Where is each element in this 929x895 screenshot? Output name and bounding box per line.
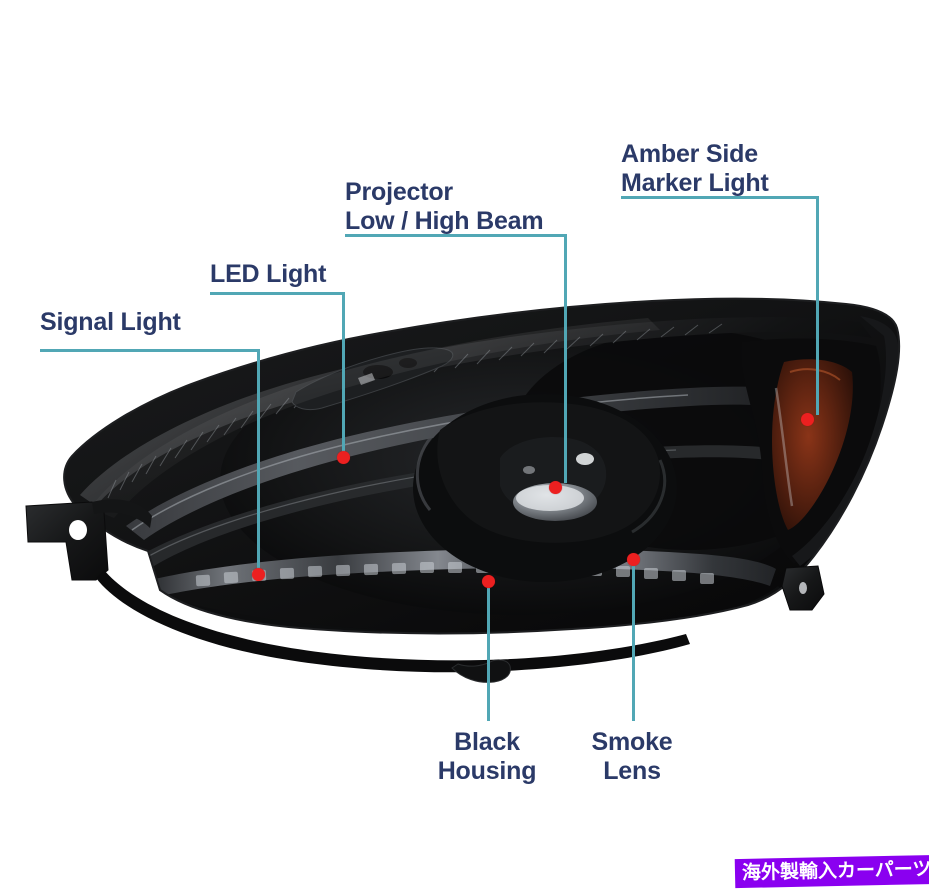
callout-label-black-housing: Black Housing <box>437 728 537 785</box>
leader-underline-amber-side-marker <box>621 196 819 199</box>
anchor-dot-black-housing <box>482 575 495 588</box>
headlight-assembly-image <box>0 280 929 740</box>
watermark-badge: 海外製輸入カーパーツ <box>734 854 929 889</box>
headlight-housing <box>64 298 900 634</box>
right-mounting-tab <box>781 565 825 611</box>
callout-label-led-light: LED Light <box>210 260 327 288</box>
anchor-dot-projector <box>549 481 562 494</box>
anchor-dot-led-light <box>337 451 350 464</box>
leader-underline-signal-light <box>40 349 260 352</box>
leader-stem-led-light <box>342 292 345 454</box>
callout-label-amber-side-marker-light: Amber Side Marker Light <box>621 140 769 197</box>
left-mounting-bracket <box>25 499 152 581</box>
anchor-dot-smoke-lens <box>627 553 640 566</box>
anchor-dot-signal-light <box>252 568 265 581</box>
leader-underline-led-light <box>210 292 345 295</box>
anchor-dot-amber-side-marker <box>801 413 814 426</box>
headlight-vector-art <box>25 297 901 683</box>
leader-stem-projector <box>564 234 567 483</box>
callout-label-projector-low-high-beam: Projector Low / High Beam <box>345 178 544 235</box>
leader-stem-amber-side-marker <box>816 196 819 415</box>
leader-stem-black-housing <box>487 588 490 721</box>
leader-stem-smoke-lens <box>632 566 635 721</box>
leader-underline-projector <box>345 234 567 237</box>
callout-label-signal-light: Signal Light <box>40 308 181 336</box>
housing-outline <box>63 297 901 635</box>
callout-label-smoke-lens: Smoke Lens <box>591 728 673 785</box>
leader-stem-signal-light <box>257 349 260 571</box>
